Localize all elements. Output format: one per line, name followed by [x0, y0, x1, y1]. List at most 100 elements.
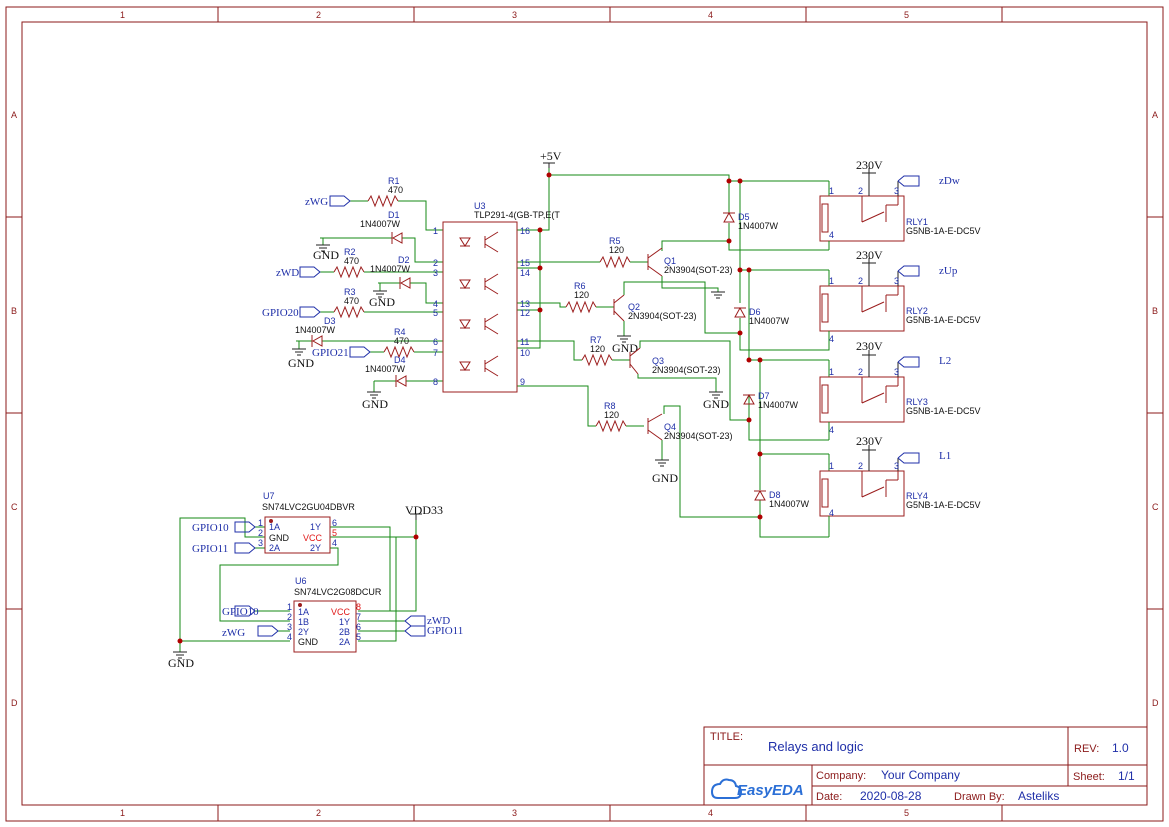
svg-text:16: 16: [520, 226, 530, 236]
net-flags: zWG zWD GPIO20 GPIO21 GPIO10 GPIO11 GPIO…: [192, 195, 463, 639]
rly2-ref: RLY2: [906, 306, 928, 316]
net-label-vdd33: VDD33: [405, 503, 443, 517]
rly4-230v-label: 230V: [856, 434, 883, 448]
svg-text:2: 2: [858, 367, 863, 377]
r1-value: 470: [388, 185, 403, 195]
svg-text:7: 7: [433, 348, 438, 358]
svg-text:5: 5: [433, 308, 438, 318]
svg-text:15: 15: [520, 258, 530, 268]
svg-text:10: 10: [520, 348, 530, 358]
gnd-label-q2: GND: [612, 341, 638, 355]
zone-col-bottom-5: 5: [904, 808, 909, 818]
net-flag-l1: L1: [939, 450, 951, 462]
d2-value: 1N4007W: [370, 264, 411, 274]
net-flag-zwg-u6: zWG: [222, 627, 245, 639]
d3-ref: D3: [324, 316, 336, 326]
transistor-q3: [629, 340, 660, 375]
power-flags: +5V VDD33: [405, 149, 562, 520]
resistor-r6: [565, 300, 597, 314]
u3-value: TLP291-4(GB-TP,E(T: [474, 210, 560, 220]
u7-pin-2y: 2Y: [310, 543, 321, 553]
svg-text:1: 1: [258, 518, 263, 528]
zone-col-bottom-3: 3: [512, 808, 517, 818]
diode-d6: [734, 306, 746, 318]
diode-d3: [311, 335, 323, 347]
r4-value: 470: [394, 336, 409, 346]
net-flag-l2: L2: [939, 355, 951, 367]
svg-text:3: 3: [258, 538, 263, 548]
svg-text:3: 3: [894, 276, 899, 286]
svg-text:13: 13: [520, 299, 530, 309]
q2-value: 2N3904(SOT-23): [628, 311, 697, 321]
svg-text:9: 9: [520, 377, 525, 387]
sheet-label: Sheet:: [1073, 771, 1105, 783]
zone-row-right-b: B: [1152, 306, 1158, 316]
transistor-q4: [647, 413, 663, 441]
net-flag-gpio11-u6: GPIO11: [427, 625, 463, 637]
gnd-label-d2: GND: [369, 295, 395, 309]
svg-text:4: 4: [433, 299, 438, 309]
d6-ref: D6: [749, 307, 761, 317]
company-label: Company:: [816, 770, 866, 782]
zone-row-right-a: A: [1152, 110, 1158, 120]
ground-symbols: GND GND GND GND GND GND GND GND: [168, 244, 729, 670]
svg-text:5: 5: [356, 632, 361, 642]
zone-col-top-2: 2: [316, 10, 321, 20]
svg-text:4: 4: [332, 538, 337, 548]
svg-text:4: 4: [829, 508, 834, 518]
resistor-r7: [581, 353, 613, 367]
r7-ref: R7: [590, 335, 602, 345]
q1-value: 2N3904(SOT-23): [664, 265, 733, 275]
svg-text:6: 6: [356, 622, 361, 632]
net-flag-gpio11-u7: GPIO11: [192, 543, 228, 555]
rly3-ref: RLY3: [906, 397, 928, 407]
net-flag-zup: zUp: [939, 265, 958, 277]
rly2-value: G5NB-1A-E-DC5V: [906, 315, 981, 325]
u6-pin-gnd: GND: [298, 637, 319, 647]
svg-text:1: 1: [829, 367, 834, 377]
opto-channel-2: [459, 273, 499, 295]
ic-u7: U7 SN74LVC2GU04DBVR 123 654 1A GND 2A 1Y…: [258, 491, 355, 554]
gnd-label-q4: GND: [652, 471, 678, 485]
r2-value: 470: [344, 256, 359, 266]
opto-channel-3: [459, 313, 499, 335]
rly2-230v-label: 230V: [856, 248, 883, 262]
rly1-ref: RLY1: [906, 217, 928, 227]
r2-ref: R2: [344, 247, 356, 257]
u6-pin-vcc: VCC: [331, 607, 351, 617]
q4-ref: Q4: [664, 422, 676, 432]
rly1-value: G5NB-1A-E-DC5V: [906, 226, 981, 236]
r8-ref: R8: [604, 401, 616, 411]
zone-col-top-1: 1: [120, 10, 125, 20]
svg-text:3: 3: [894, 461, 899, 471]
diode-d1: [391, 232, 403, 244]
svg-text:1: 1: [287, 602, 292, 612]
drawn-by-label: Drawn By:: [954, 791, 1005, 803]
r5-value: 120: [609, 245, 624, 255]
gnd-label-d4: GND: [362, 397, 388, 411]
d4-value: 1N4007W: [365, 364, 406, 374]
title-label: TITLE:: [710, 731, 743, 743]
wires: [179, 163, 830, 652]
gnd-label-q3: GND: [703, 397, 729, 411]
u3-ref: U3: [474, 201, 486, 211]
company-value: Your Company: [881, 768, 960, 782]
svg-text:2: 2: [258, 528, 263, 538]
d5-value: 1N4007W: [738, 221, 779, 231]
svg-text:8: 8: [433, 377, 438, 387]
gnd-label-d3: GND: [288, 356, 314, 370]
date-value: 2020-08-28: [860, 789, 922, 803]
d5-ref: D5: [738, 212, 750, 222]
u7-pin-vcc: VCC: [303, 533, 323, 543]
d8-ref: D8: [769, 490, 781, 500]
easyeda-logo-text: EasyEDA: [737, 782, 804, 799]
rev-value: 1.0: [1112, 741, 1129, 755]
svg-text:8: 8: [356, 602, 361, 612]
diode-d4: [395, 375, 407, 387]
